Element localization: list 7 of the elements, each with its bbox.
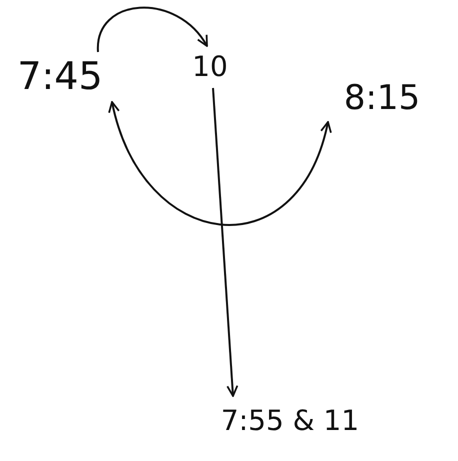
time-label: 7:55 & 11 — [205, 400, 375, 440]
arrow — [109, 101, 331, 226]
time-label: 8:15 — [318, 76, 446, 120]
time-label: 10 — [185, 48, 235, 84]
arrow — [97, 6, 208, 52]
arrow — [212, 88, 238, 397]
time-label: 7:45 — [4, 52, 116, 100]
